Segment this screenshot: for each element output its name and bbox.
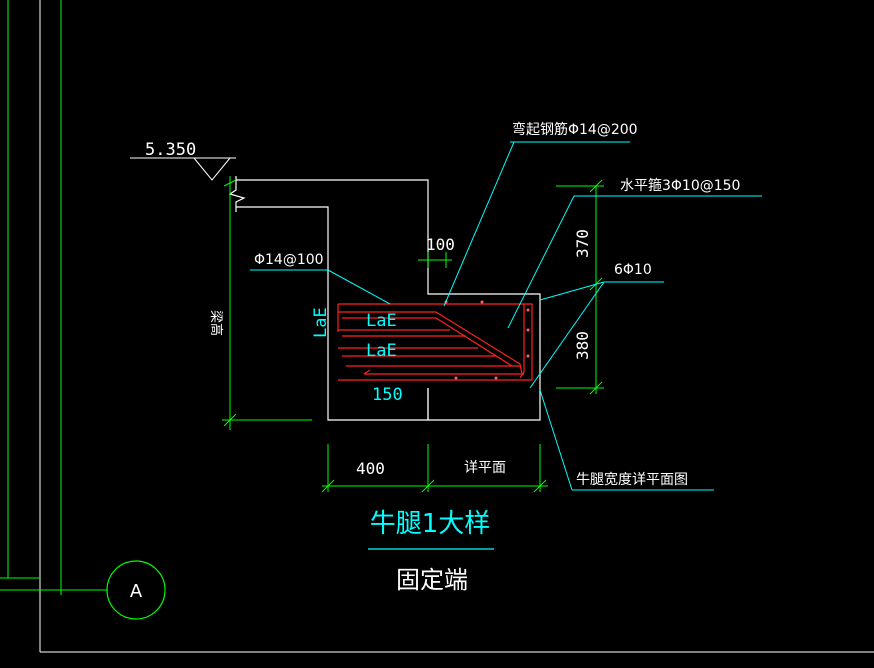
drawing-title: 牛腿1大样 [370,509,491,539]
lae-label-1: LaE [366,311,397,331]
drawing-title-block: 牛腿1大样 固定端 [368,509,494,594]
beam-height-dimension: 梁高 [208,176,312,430]
dim-150-label: 150 [372,385,403,405]
axis-bubble[interactable]: A [106,560,166,620]
dim-400-label: 400 [356,459,385,478]
leader-lines [250,141,762,491]
lae-labels: LaE LaE LaE 150 [311,307,403,405]
elevation-label: 5.350 [145,140,196,160]
dim-380-label: 380 [573,331,592,360]
axis-bubble-label: A [130,581,143,602]
rebar-group [337,303,533,381]
stirrup-label: Φ14@100 [254,252,324,268]
bent-bar-label: 弯起钢筋Φ14@200 [512,121,638,138]
dimension-right-vertical: 370 380 [556,179,604,395]
corbel-width-label: 牛腿宽度详平面图 [576,471,688,488]
dimension-100: 100 [418,235,455,268]
beam-height-label: 梁高 [208,310,224,336]
horizontal-stirrup-label: 水平箍3Φ10@150 [620,177,740,194]
dim-100-label: 100 [426,235,455,254]
drawing-subtitle: 固定端 [396,566,468,594]
annotation-texts: 弯起钢筋Φ14@200 水平箍3Φ10@150 Φ14@100 6Φ10 牛腿宽… [254,121,740,488]
elevation-mark[interactable]: 5.350 [130,140,236,181]
see-plan-label: 详平面 [464,460,506,476]
axis-bubble-circle [106,560,166,620]
lae-vertical-label: LaE [311,307,331,338]
dimension-bottom: 400 详平面 [321,444,548,493]
drawing-frame [0,0,874,653]
dim-370-label: 370 [573,229,592,258]
bar-section-dots [444,300,530,380]
longitudinal-bars-label: 6Φ10 [614,262,652,278]
corbel-outline [228,176,541,421]
lae-label-2: LaE [366,341,397,361]
